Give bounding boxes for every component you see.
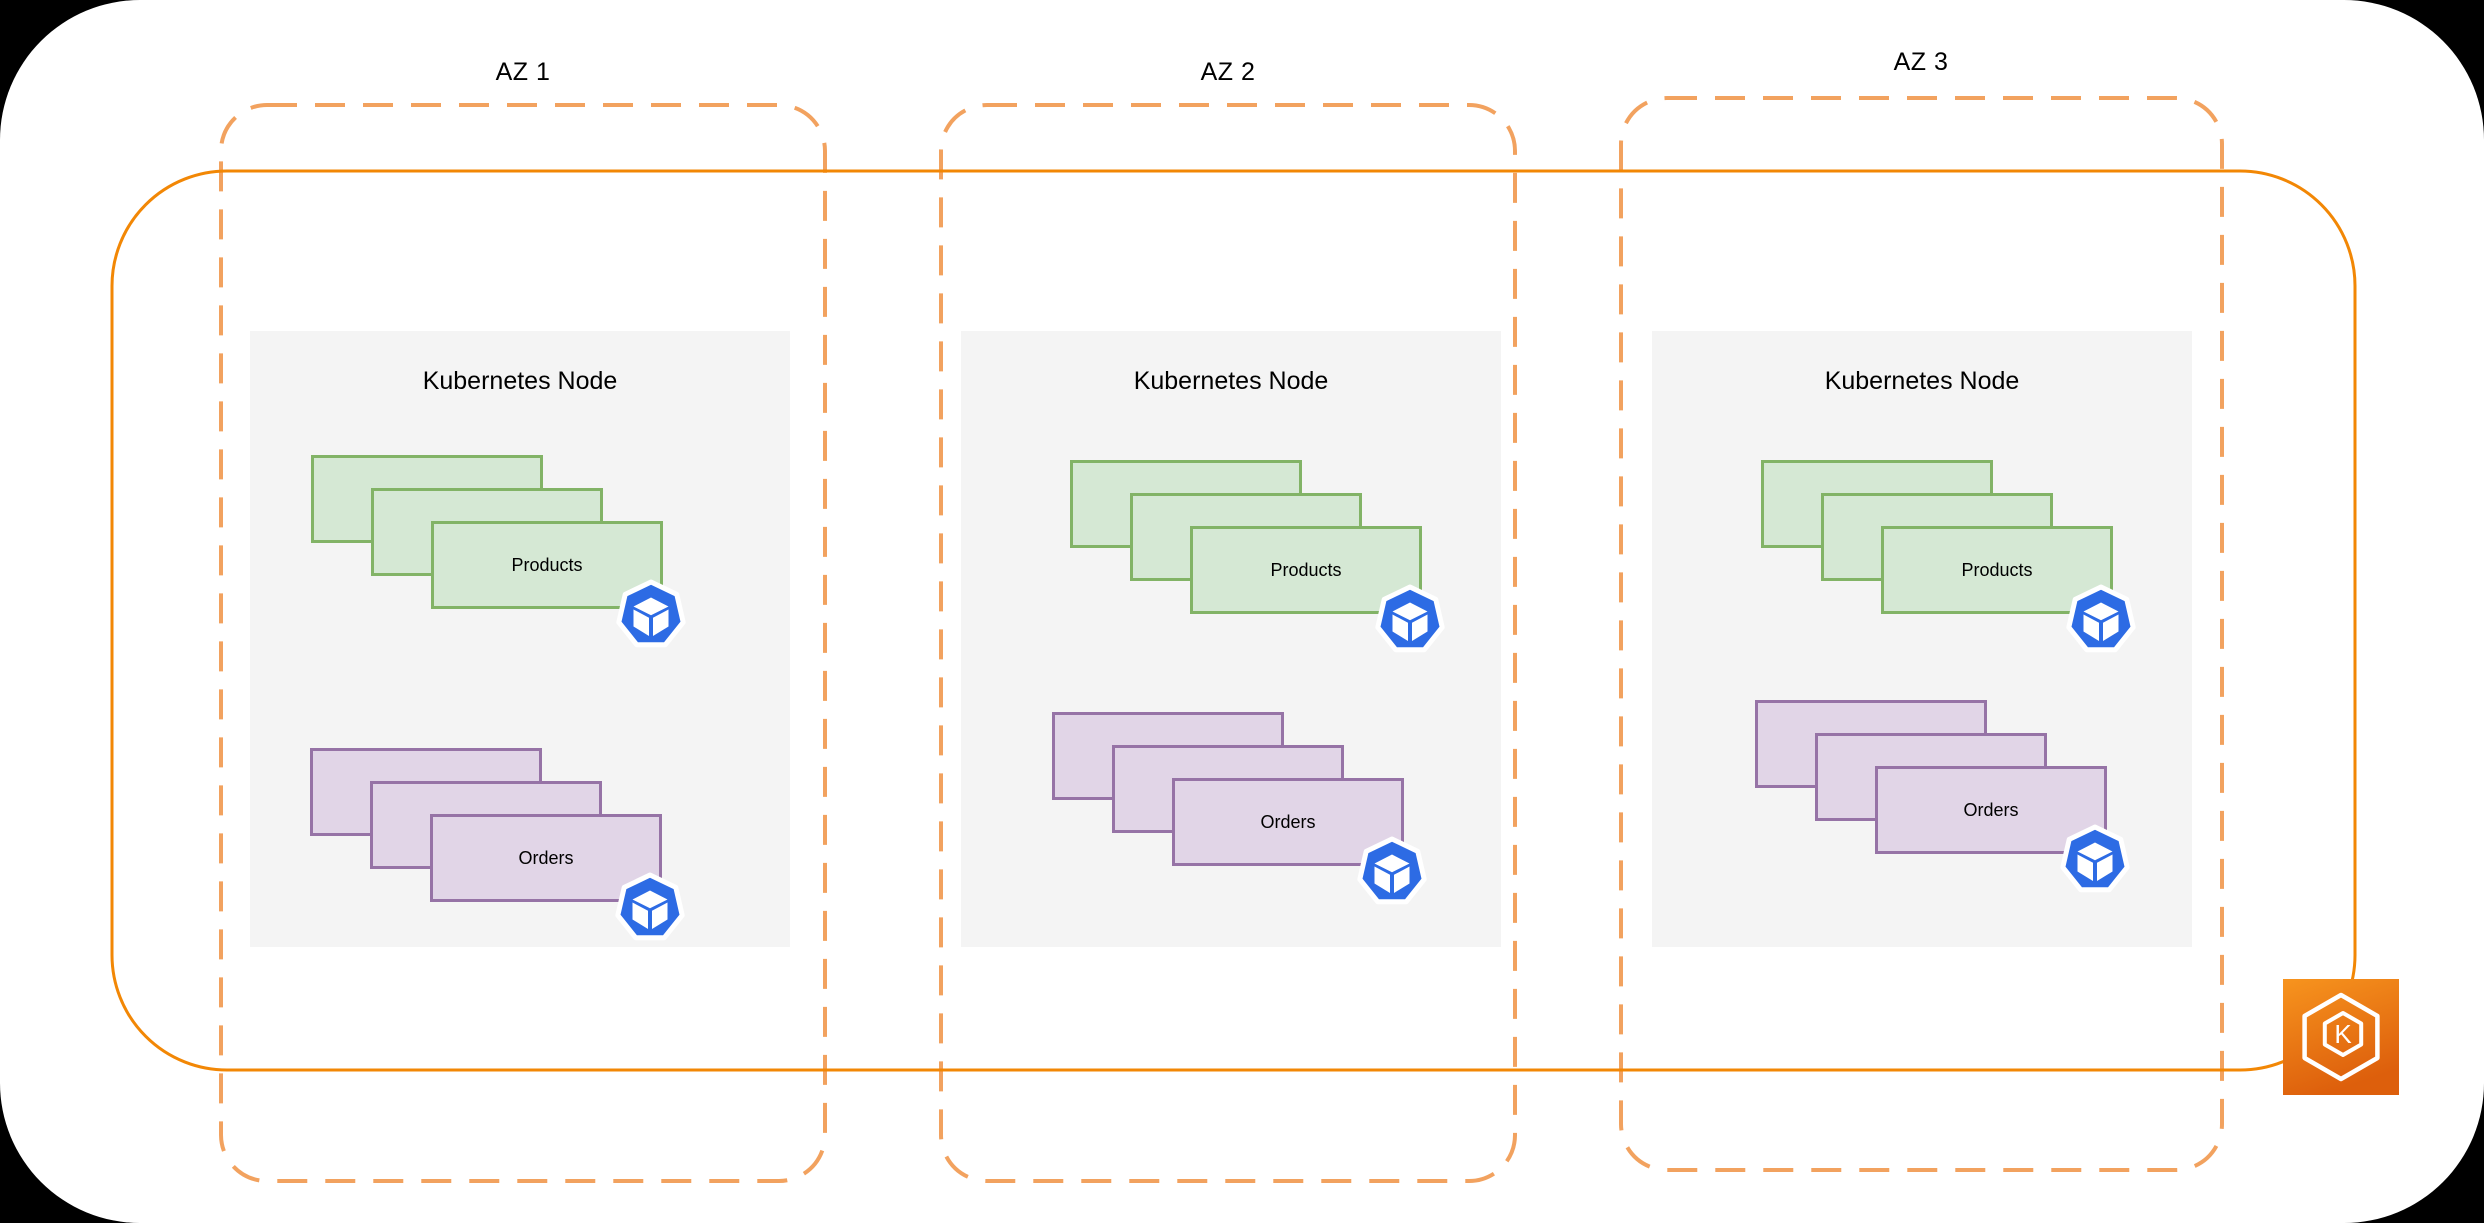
pod-label: Orders xyxy=(1963,799,2019,820)
orders-pod-stack: Orders xyxy=(1052,712,1404,866)
eks-inner-hexagon xyxy=(2322,1011,2364,1057)
amazon-eks-icon: K xyxy=(2283,979,2399,1095)
kubernetes-node-az2: Kubernetes Node Products Orders xyxy=(961,331,1501,947)
node-title: Kubernetes Node xyxy=(1133,367,1329,395)
node-title: Kubernetes Node xyxy=(422,367,618,395)
eks-letter: K xyxy=(2334,1019,2352,1049)
az3-dashed-boundary xyxy=(1619,96,2224,1172)
pod-label: Products xyxy=(511,554,583,575)
az2-label: AZ 2 xyxy=(1200,58,1256,86)
products-pod-stack: Products xyxy=(311,455,663,609)
products-pod-stack: Products xyxy=(1070,460,1422,614)
az1-label: AZ 1 xyxy=(495,58,551,86)
orders-pod-stack: Orders xyxy=(1755,700,2107,854)
kubernetes-pod-icon xyxy=(615,579,687,651)
kubernetes-pod-icon xyxy=(2059,824,2131,896)
kubernetes-pod-icon xyxy=(2065,584,2137,656)
pod-label: Products xyxy=(1270,559,1342,580)
node-title: Kubernetes Node xyxy=(1824,367,2020,395)
products-pod-stack: Products xyxy=(1761,460,2113,614)
kubernetes-pod-icon xyxy=(1356,836,1428,908)
kubernetes-node-az3: Kubernetes Node Products Orders xyxy=(1652,331,2192,947)
pod-label: Products xyxy=(1961,559,2033,580)
pod-label: Orders xyxy=(518,847,574,868)
orders-pod-stack: Orders xyxy=(310,748,662,902)
eks-outer-hexagon xyxy=(2302,992,2380,1082)
az1-dashed-boundary xyxy=(219,103,827,1183)
kubernetes-pod-icon xyxy=(614,872,686,944)
kubernetes-pod-icon xyxy=(1374,584,1446,656)
eks-icon-background xyxy=(2283,979,2399,1095)
pod-label: Orders xyxy=(1260,811,1316,832)
kubernetes-node-az1: Kubernetes Node Products Orders xyxy=(250,331,790,947)
az2-dashed-boundary xyxy=(939,103,1517,1183)
az3-label: AZ 3 xyxy=(1893,48,1949,76)
eks-cluster-boundary xyxy=(110,169,2357,1072)
